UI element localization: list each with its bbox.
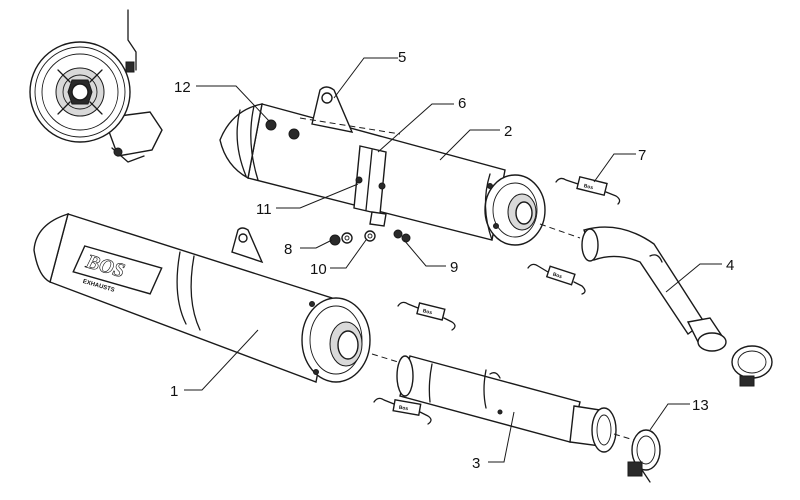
callout-11: 11 xyxy=(256,201,272,218)
spring-lower: Bos xyxy=(373,397,432,425)
part-13-clamp xyxy=(627,429,661,483)
callout-5: 5 xyxy=(398,49,406,66)
callout-9: 9 xyxy=(450,259,458,276)
clamp-right xyxy=(731,345,773,387)
part-7-spring-upper: Bos xyxy=(555,175,621,205)
callout-labels: 1 2 3 4 5 6 7 8 9 10 11 12 13 xyxy=(170,49,734,472)
inset-rear-view xyxy=(29,9,163,163)
part-4-link-pipe xyxy=(581,226,727,352)
callout-13: 13 xyxy=(692,397,709,414)
callout-12: 12 xyxy=(174,79,191,96)
part-3-lower-link-pipe xyxy=(396,355,617,453)
assembly-axis-lines xyxy=(299,117,635,441)
callout-6: 6 xyxy=(458,95,466,112)
brand-logo: BOS EXHAUSTS xyxy=(72,245,163,295)
callout-1: 1 xyxy=(170,383,178,400)
spring-tag-label: Bos xyxy=(422,308,433,316)
part-1-lower-muffler: BOS EXHAUSTS xyxy=(33,212,371,383)
spring-tag-label: Bos xyxy=(398,405,409,413)
hardware-nuts-washers xyxy=(329,229,411,246)
callout-3: 3 xyxy=(472,455,480,472)
callout-4: 4 xyxy=(726,257,734,274)
callout-7: 7 xyxy=(638,147,646,164)
part-6-clamp-band xyxy=(353,145,387,227)
callout-8: 8 xyxy=(284,241,292,258)
spring-tag-label: Bos xyxy=(583,183,594,191)
part-5-hanger-bracket xyxy=(311,86,354,133)
callout-10: 10 xyxy=(310,261,327,278)
spring-middle-right: Bos xyxy=(527,263,586,295)
spring-lower-upper: Bos xyxy=(397,301,456,331)
callout-2: 2 xyxy=(504,123,512,140)
leader-lines xyxy=(184,57,722,463)
spring-tag-label: Bos xyxy=(552,272,563,281)
